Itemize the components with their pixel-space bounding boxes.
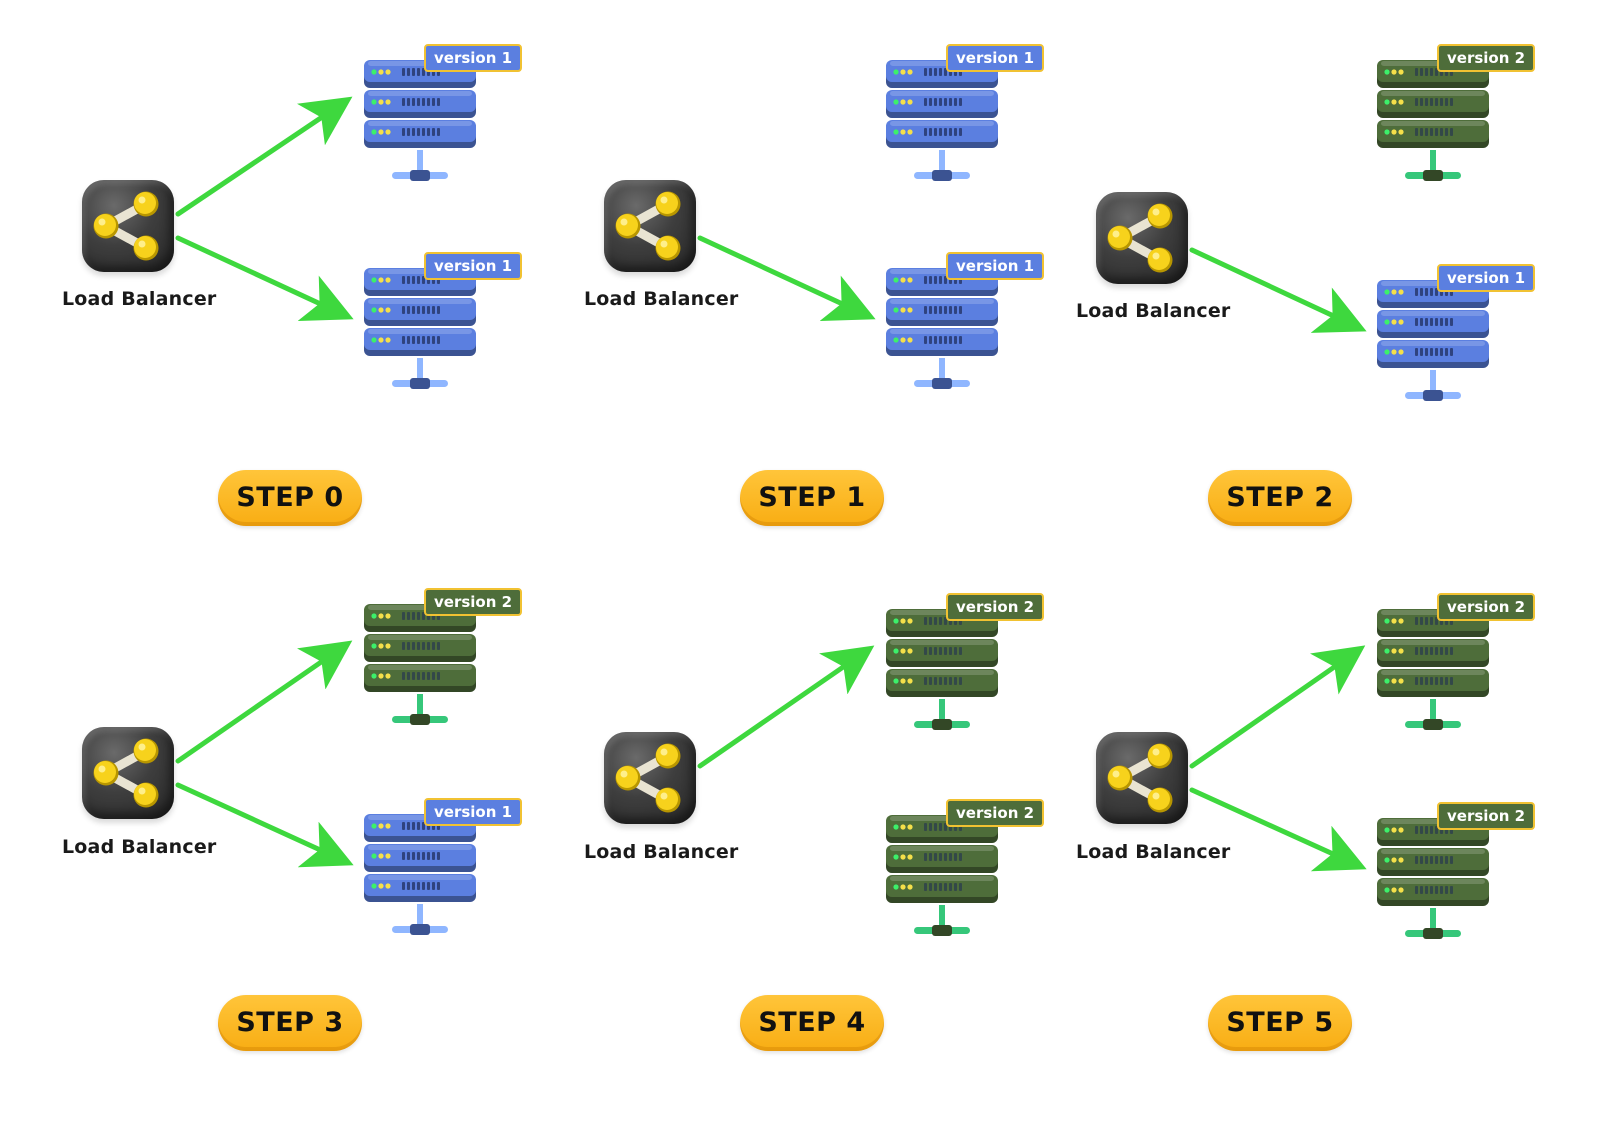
version-badge: version 1 [946, 44, 1045, 72]
server-step0-top: version 1 [362, 44, 523, 200]
load-balancer-icon [604, 180, 696, 272]
traffic-arrow [1189, 247, 1367, 333]
traffic-arrow [1189, 787, 1367, 872]
version-badge: version 2 [1437, 802, 1536, 830]
version-badge: version 1 [424, 44, 523, 72]
load-balancer-label: Load Balancer [584, 841, 739, 863]
server-rack-icon [1377, 60, 1489, 181]
traffic-arrow [697, 645, 875, 769]
server-rack-icon [364, 60, 476, 181]
version-badge: version 2 [946, 799, 1045, 827]
step-label: STEP 0 [218, 470, 362, 526]
traffic-arrow [175, 235, 354, 321]
server-rack-icon [886, 268, 998, 389]
load-balancer-icon [604, 732, 696, 824]
share-icon [93, 738, 159, 808]
step-label: STEP 1 [740, 470, 884, 526]
share-icon [615, 191, 681, 261]
version-badge: version 2 [946, 593, 1045, 621]
version-badge: version 2 [1437, 44, 1536, 72]
traffic-arrow [175, 640, 353, 764]
server-step5-bottom: version 2 [1375, 802, 1536, 958]
server-rack-icon [364, 268, 476, 389]
version-badge: version 1 [1437, 264, 1536, 292]
server-step4-bottom: version 2 [884, 799, 1045, 955]
server-step1-top: version 1 [884, 44, 1045, 200]
step-label: STEP 4 [740, 995, 884, 1051]
server-rack-icon [364, 814, 476, 935]
version-badge: version 1 [946, 252, 1045, 280]
version-badge: version 1 [424, 798, 523, 826]
server-step5-top: version 2 [1375, 593, 1536, 749]
load-balancer-icon [82, 727, 174, 819]
server-step2-bottom: version 1 [1375, 264, 1536, 420]
share-icon [1107, 203, 1173, 273]
server-step2-top: version 2 [1375, 44, 1536, 200]
server-rack-icon [364, 604, 476, 725]
load-balancer-icon [1096, 732, 1188, 824]
server-rack-icon [886, 815, 998, 936]
server-step4-top: version 2 [884, 593, 1045, 749]
share-icon [1107, 743, 1173, 813]
load-balancer-label: Load Balancer [1076, 841, 1231, 863]
load-balancer-label: Load Balancer [584, 288, 739, 310]
step-label: STEP 5 [1208, 995, 1352, 1051]
share-icon [615, 743, 681, 813]
traffic-arrow [1189, 645, 1366, 769]
traffic-arrow [175, 96, 353, 217]
server-step3-top: version 2 [362, 588, 523, 744]
share-icon [93, 191, 159, 261]
server-rack-icon [886, 60, 998, 181]
server-step1-bottom: version 1 [884, 252, 1045, 408]
server-rack-icon [886, 609, 998, 730]
step-label: STEP 2 [1208, 470, 1352, 526]
traffic-arrow [697, 235, 876, 321]
server-rack-icon [1377, 818, 1489, 939]
version-badge: version 2 [424, 588, 523, 616]
server-step0-bottom: version 1 [362, 252, 523, 408]
server-rack-icon [1377, 609, 1489, 730]
server-step3-bottom: version 1 [362, 798, 523, 954]
server-rack-icon [1377, 280, 1489, 401]
step-label: STEP 3 [218, 995, 362, 1051]
load-balancer-label: Load Balancer [62, 288, 217, 310]
version-badge: version 1 [424, 252, 523, 280]
load-balancer-label: Load Balancer [1076, 300, 1231, 322]
load-balancer-icon [1096, 192, 1188, 284]
load-balancer-label: Load Balancer [62, 836, 217, 858]
traffic-arrow [175, 782, 354, 868]
load-balancer-icon [82, 180, 174, 272]
version-badge: version 2 [1437, 593, 1536, 621]
